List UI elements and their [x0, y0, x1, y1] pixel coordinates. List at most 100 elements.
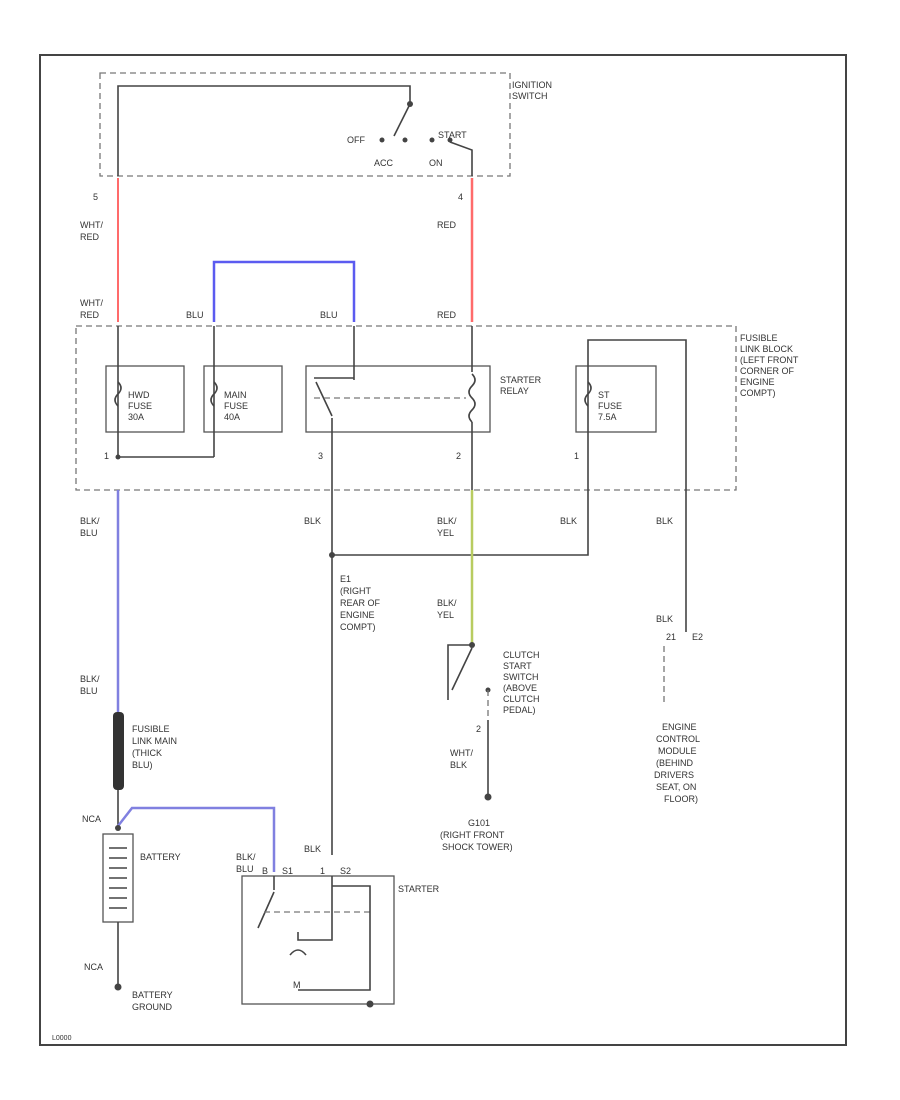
- hwd-fuse-box: [105, 365, 185, 433]
- main-fuse-line-1: MAIN: [224, 390, 247, 400]
- clutch-line-6: PEDAL): [503, 705, 536, 715]
- g101-line-2: (RIGHT FRONT: [440, 830, 505, 840]
- battery-positive-node: [115, 825, 121, 831]
- relay-label-1: STARTER: [500, 375, 542, 385]
- ignition-switch-pivot: [407, 101, 413, 107]
- clutch-switch-blade: [451, 647, 473, 691]
- label-blk-ecm: BLK: [656, 614, 673, 624]
- flb-title-6: COMPT): [740, 388, 776, 398]
- label-blk-blu-1a: BLK/: [80, 516, 100, 526]
- label-wht-red-lower-1: WHT/: [80, 298, 103, 308]
- ecm-line-3: MODULE: [658, 746, 697, 756]
- starter-pin-s1: S1: [282, 866, 293, 876]
- diagram-frame: [39, 54, 847, 1046]
- ignition-pin-4: 4: [458, 192, 463, 202]
- hwd-fuse-line-2: FUSE: [128, 401, 152, 411]
- label-blk-starter: BLK: [304, 844, 321, 854]
- flb-title-3: (LEFT FRONT: [740, 355, 799, 365]
- hwd-fuse-line-3: 30A: [128, 412, 144, 422]
- flb-title-5: ENGINE: [740, 377, 775, 387]
- battery-ground-symbol: [114, 983, 122, 991]
- label-wht-blk-1: WHT/: [450, 748, 473, 758]
- flm-line-2: LINK MAIN: [132, 736, 177, 746]
- ecm-line-1: ENGINE: [662, 722, 697, 732]
- label-wht-red-1: WHT/: [80, 220, 103, 230]
- ecm-line-5: DRIVERS: [654, 770, 694, 780]
- ignition-switch-title-2: SWITCH: [512, 91, 548, 101]
- clutch-line-4: (ABOVE: [503, 683, 537, 693]
- st-fuse-line-1: ST: [598, 390, 610, 400]
- flm-line-1: FUSIBLE: [132, 724, 170, 734]
- ignition-contact-acc: [402, 137, 408, 143]
- starter-ground-node: [366, 1000, 374, 1008]
- flm-line-4: BLU): [132, 760, 153, 770]
- ignition-switch-blade: [393, 103, 411, 137]
- label-blk-mid: BLK: [304, 516, 321, 526]
- g101-ground-symbol: [484, 793, 492, 801]
- st-fuse-symbol: [584, 381, 592, 407]
- label-blk-right: BLK: [560, 516, 577, 526]
- clutch-pin-2: 2: [476, 724, 481, 734]
- ecm-connector: BLK BLK 21 E2 ENGINE CONTROL MODULE (BEH…: [654, 490, 703, 804]
- starter-solenoid-blade: [257, 891, 275, 929]
- battery: BATTERY: [102, 833, 181, 923]
- starter-pin-s2: S2: [340, 866, 351, 876]
- st-fuse-box: [575, 365, 657, 433]
- blu-jumper-wire: [212, 260, 356, 322]
- main-fuse-line-2: FUSE: [224, 401, 248, 411]
- flb-title-2: LINK BLOCK: [740, 344, 793, 354]
- label-blk-blu-1b: BLU: [80, 528, 98, 538]
- starter-title: STARTER: [398, 884, 440, 894]
- ground-junction-wire: [332, 490, 589, 556]
- clutch-start-switch: CLUTCH START SWITCH (ABOVE CLUTCH PEDAL)…: [447, 642, 540, 801]
- label-blu-a: BLU: [186, 310, 204, 320]
- label-nca-top: NCA: [82, 814, 101, 824]
- label-blu-b: BLU: [320, 310, 338, 320]
- label-wht-red-lower-2: RED: [80, 310, 100, 320]
- figure-id: L0000: [52, 1035, 72, 1042]
- flb-pin-1: 1: [104, 451, 109, 461]
- flb-pin-2: 2: [456, 451, 461, 461]
- battery-ground-line-1: BATTERY: [132, 990, 173, 1000]
- ecm-line-2: CONTROL: [656, 734, 700, 744]
- starter-relay-box: [305, 365, 491, 433]
- label-wht-blk-2: BLK: [450, 760, 467, 770]
- main-fuse-line-3: 40A: [224, 412, 240, 422]
- st-fuse-line-2: FUSE: [598, 401, 622, 411]
- st-fuse-wire: [587, 339, 687, 490]
- label-wht-red-2: RED: [80, 232, 100, 242]
- label-blk-yel-1b: YEL: [437, 528, 454, 538]
- label-blk-blu-2b: BLU: [80, 686, 98, 696]
- main-fuse-box: [203, 365, 283, 433]
- ecm-line-6: SEAT, ON: [656, 782, 696, 792]
- label-blk-blu-2a: BLK/: [80, 674, 100, 684]
- e1-line-3: REAR OF: [340, 598, 381, 608]
- st-fuse-line-3: 7.5A: [598, 412, 617, 422]
- ignition-start-output: [449, 141, 473, 176]
- fusible-link-block: FUSIBLE LINK BLOCK (LEFT FRONT CORNER OF…: [75, 325, 799, 491]
- flm-line-3: (THICK: [132, 748, 162, 758]
- relay-label-2: RELAY: [500, 386, 529, 396]
- g101-line-3: SHOCK TOWER): [442, 842, 513, 852]
- ecm-line-7: FLOOR): [664, 794, 698, 804]
- fuse-tie-node: [115, 454, 121, 460]
- starter: BLK/ BLU BLK STARTER B S1 1 S2 M: [236, 844, 440, 1008]
- battery-label: BATTERY: [140, 852, 181, 862]
- e1-line-2: (RIGHT: [340, 586, 371, 596]
- fusible-link-block-outline: [75, 325, 737, 491]
- g101-line-1: G101: [468, 818, 490, 828]
- starter-s-circuit: [297, 876, 333, 941]
- clutch-line-2: START: [503, 661, 532, 671]
- ignition-contact-off: [379, 137, 385, 143]
- label-blk-blu-3a: BLK/: [236, 852, 256, 862]
- fusible-link-main: [113, 712, 124, 790]
- ignition-contact-on: [429, 137, 435, 143]
- label-nca-bottom: NCA: [84, 962, 103, 972]
- flb-title-4: CORNER OF: [740, 366, 795, 376]
- label-blk-yel-1a: BLK/: [437, 516, 457, 526]
- starter-motor-brush: [289, 949, 307, 956]
- ignition-switch-title-1: IGNITION: [512, 80, 552, 90]
- e1-line-1: E1: [340, 574, 351, 584]
- clutch-switch-pivot: [469, 642, 475, 648]
